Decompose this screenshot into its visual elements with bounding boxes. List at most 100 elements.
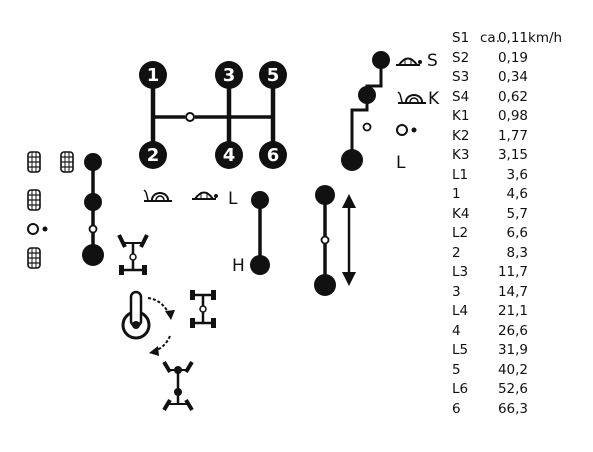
speed-row: K1 0,98 bbox=[446, 107, 586, 127]
tire-icon-1 bbox=[27, 151, 41, 173]
gear-5-knob: 5 bbox=[259, 61, 287, 89]
speed-row: L5 31,9 bbox=[446, 341, 586, 361]
tire-lever bbox=[27, 151, 104, 269]
gear-code: L1 bbox=[452, 166, 469, 183]
speed-value: 26,6 bbox=[497, 322, 528, 339]
gear-3-label: 3 bbox=[223, 65, 236, 86]
speed-value: 11,7 bbox=[497, 264, 528, 280]
range-label-l: L bbox=[396, 153, 406, 173]
speed-row: K4 5,7 bbox=[446, 205, 586, 225]
speed-value: 3,6 bbox=[506, 166, 528, 183]
gear-3-knob: 3 bbox=[215, 61, 243, 89]
chassis-icon-1 bbox=[117, 234, 149, 275]
speed-value: 52,6 bbox=[497, 381, 528, 397]
gear-code: S1 bbox=[452, 30, 470, 46]
speed-row: L4 21,1 bbox=[446, 302, 586, 322]
double-arrow-lever bbox=[314, 185, 356, 296]
gear-code: L6 bbox=[452, 381, 469, 397]
gear-code: K2 bbox=[452, 127, 470, 144]
gear-6-label: 6 bbox=[267, 145, 280, 166]
gear-4-label: 4 bbox=[223, 145, 236, 166]
gear-code: S2 bbox=[452, 49, 470, 66]
gear-2-label: 2 bbox=[147, 145, 160, 166]
gear-code: K4 bbox=[452, 205, 470, 222]
steering-mode-area bbox=[117, 234, 218, 412]
speed-row: K3 3,15 bbox=[446, 146, 586, 166]
gear-code: 6 bbox=[452, 400, 461, 417]
speed-value: 5,7 bbox=[506, 205, 528, 222]
wheel-knob-icon bbox=[121, 290, 151, 340]
neutral-icon-2 bbox=[27, 223, 39, 235]
gear-code: L5 bbox=[452, 342, 469, 358]
hl-selector: L H bbox=[143, 189, 270, 276]
gear-shift-pattern: 1 3 5 2 4 6 bbox=[139, 61, 287, 169]
speed-value: 31,9 bbox=[497, 342, 528, 358]
gear-code: K3 bbox=[452, 147, 470, 163]
tire-icon-2 bbox=[60, 151, 74, 173]
range-label-s: S bbox=[427, 51, 438, 71]
speed-value: 0,98 bbox=[497, 108, 528, 124]
gear-code: 1 bbox=[452, 186, 461, 202]
speed-value: 3,15 bbox=[497, 147, 528, 163]
gear-1-label: 1 bbox=[147, 65, 160, 86]
speed-value: 4,6 bbox=[506, 186, 528, 202]
speed-value: 0,62 bbox=[497, 88, 528, 105]
speed-row: S2 0,19 bbox=[446, 49, 586, 69]
speed-value: 0,34 bbox=[497, 69, 528, 85]
speed-value: 40,2 bbox=[497, 361, 528, 378]
gear-code: 4 bbox=[452, 322, 461, 339]
gear-2-knob: 2 bbox=[139, 141, 167, 169]
speed-value: 1,77 bbox=[497, 127, 528, 144]
speed-value: 0,11 bbox=[497, 30, 528, 46]
gear-5-label: 5 bbox=[267, 65, 280, 86]
hl-label-l: L bbox=[228, 189, 238, 209]
gear-code: 5 bbox=[452, 361, 461, 378]
gear-code: L2 bbox=[452, 225, 469, 241]
gear-code: K1 bbox=[452, 108, 470, 124]
gear-6-knob: 6 bbox=[259, 141, 287, 169]
approx-prefix: ca. bbox=[480, 30, 500, 46]
speed-row: L2 6,6 bbox=[446, 224, 586, 244]
tire-icon-4 bbox=[27, 247, 41, 269]
gear-code: 3 bbox=[452, 283, 461, 300]
speed-value: 66,3 bbox=[497, 400, 528, 417]
gear-code: 2 bbox=[452, 244, 461, 261]
chassis-icon-3 bbox=[162, 360, 194, 412]
speed-row: L6 52,6 bbox=[446, 380, 586, 400]
speed-unit: km/h bbox=[528, 30, 563, 46]
neutral-icon bbox=[396, 124, 408, 136]
speed-row: L3 11,7 bbox=[446, 263, 586, 283]
tire-icon-3 bbox=[27, 189, 41, 211]
gear-code: S3 bbox=[452, 69, 470, 85]
speed-row: S4 0,62 bbox=[446, 88, 586, 108]
hl-label-h: H bbox=[232, 256, 245, 276]
snail-icon bbox=[397, 91, 427, 104]
gear-1-knob: 1 bbox=[139, 61, 167, 89]
speed-value: 8,3 bbox=[506, 244, 528, 261]
speed-row: L1 3,6 bbox=[446, 166, 586, 186]
speed-value: 14,7 bbox=[497, 283, 528, 300]
gear-code: L3 bbox=[452, 264, 469, 280]
turtle-icon-2 bbox=[191, 191, 219, 200]
speed-row: S3 0,34 bbox=[446, 68, 586, 88]
speed-value: 6,6 bbox=[506, 225, 528, 241]
gear-code: S4 bbox=[452, 88, 470, 105]
gear-code: L4 bbox=[452, 303, 469, 319]
speed-row: K2 1,77 bbox=[446, 127, 586, 147]
range-label-k: K bbox=[428, 89, 440, 109]
speed-value: 0,19 bbox=[497, 49, 528, 66]
speed-value: 21,1 bbox=[497, 303, 528, 319]
gear-4-knob: 4 bbox=[215, 141, 243, 169]
snail-icon-2 bbox=[143, 189, 173, 202]
turtle-icon bbox=[395, 57, 423, 66]
range-lever: S K L bbox=[341, 51, 440, 173]
